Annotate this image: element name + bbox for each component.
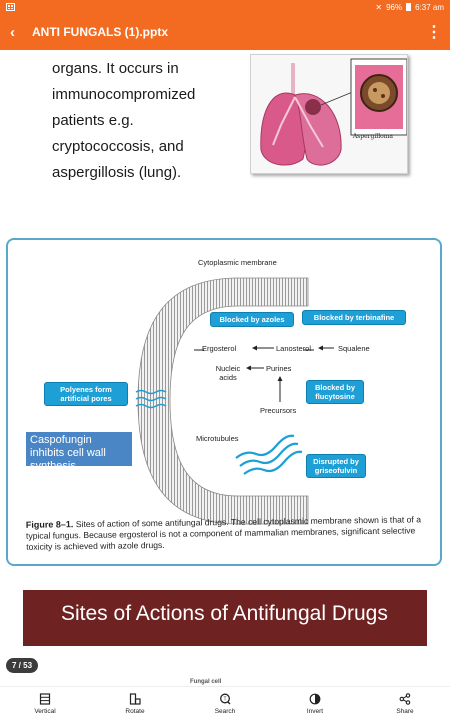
vertical-icon	[39, 692, 51, 705]
azoles-callout: Blocked by azoles	[210, 312, 294, 327]
polyenes-callout: Polyenes form artificial pores	[44, 382, 128, 406]
microtubules-label: Microtubules	[196, 434, 239, 443]
caspofungin-overlay: Caspofungin inhibits cell wall synthesis	[26, 432, 132, 466]
rotate-button[interactable]: Rotate	[90, 687, 180, 720]
caption-text: Sites of action of some antifungal drugs…	[25, 514, 422, 552]
ergosterol-label: Ergosterol	[202, 344, 237, 353]
figure-caption: Figure 8–1. Sites of action of some anti…	[26, 514, 436, 553]
document-title: ANTI FUNGALS (1).pptx	[32, 25, 168, 39]
body-line: organs. It occurs in	[52, 60, 179, 77]
search-label: Search	[214, 707, 236, 715]
body-line: aspergillosis (lung).	[52, 164, 182, 181]
app-bar: ‹ ANTI FUNGALS (1).pptx ⋮	[0, 14, 450, 50]
status-bar: ✕ 96% 6:37 am	[0, 0, 450, 14]
battery-level: 96%	[386, 2, 403, 12]
rotate-icon	[129, 692, 141, 705]
membrane-diagram	[135, 277, 334, 525]
share-icon	[399, 692, 411, 705]
nucleic-acids-label: Nucleic acids	[215, 364, 241, 382]
battery-icon	[406, 3, 412, 11]
lanosterol-label: Lanosterol	[276, 344, 312, 353]
lungs-drawing	[251, 55, 407, 173]
caption-lead: Figure 8–1.	[25, 519, 74, 530]
flucytosine-callout: Blocked by flucytosine	[306, 380, 364, 404]
rotate-label: Rotate	[125, 707, 145, 715]
signal-icon: ✕	[375, 2, 383, 12]
more-options-icon[interactable]: ⋮	[426, 24, 442, 41]
invert-button[interactable]: Invert	[270, 687, 360, 720]
vertical-button[interactable]: Vertical	[0, 687, 90, 720]
precursors-label: Precursors	[260, 406, 297, 415]
invert-label: Invert	[306, 707, 324, 715]
squalene-label: Squalene	[338, 344, 370, 353]
slide-body: organs. It occurs in immunocompromized p…	[0, 50, 450, 230]
next-slide-title: Sites of Actions of Antifungal Drugs	[23, 590, 427, 646]
next-slide-hint: Fungal cell	[190, 679, 222, 685]
body-line: cryptococcosis, and	[52, 138, 184, 155]
terbinafine-callout: Blocked by terbinafine	[302, 310, 406, 325]
figure-8-1: Cytoplasmic membrane Blocked by azoles B…	[6, 238, 442, 566]
purines-label: Purines	[266, 364, 292, 373]
clock: 6:37 am	[415, 2, 444, 12]
body-line: immunocompromized	[52, 86, 196, 103]
invert-icon	[309, 693, 321, 704]
next-slide-heading: Sites of Actions of Antifungal Drugs	[61, 602, 388, 625]
griseofulvin-callout: Disrupted by griseofulvin	[306, 454, 366, 478]
aspergilloma-label: Aspergilloma	[352, 133, 393, 140]
search-icon: T	[220, 693, 231, 704]
membrane-label: Cytoplasmic membrane	[198, 258, 277, 267]
app-grid-icon	[6, 3, 15, 11]
bottom-toolbar: Vertical Rotate T Search Invert	[0, 686, 450, 720]
body-line: patients e.g.	[52, 112, 134, 129]
share-button[interactable]: Share	[360, 687, 450, 720]
vertical-label: Vertical	[34, 707, 56, 715]
lung-illustration: Aspergilloma	[250, 54, 408, 174]
share-label: Share	[396, 707, 414, 715]
search-button[interactable]: T Search	[180, 687, 270, 720]
page-indicator: 7 / 53	[6, 658, 39, 673]
svg-text:T: T	[223, 696, 226, 702]
slide-body-text: organs. It occurs in immunocompromized p…	[52, 56, 232, 186]
back-arrow-icon[interactable]: ‹	[10, 23, 15, 41]
